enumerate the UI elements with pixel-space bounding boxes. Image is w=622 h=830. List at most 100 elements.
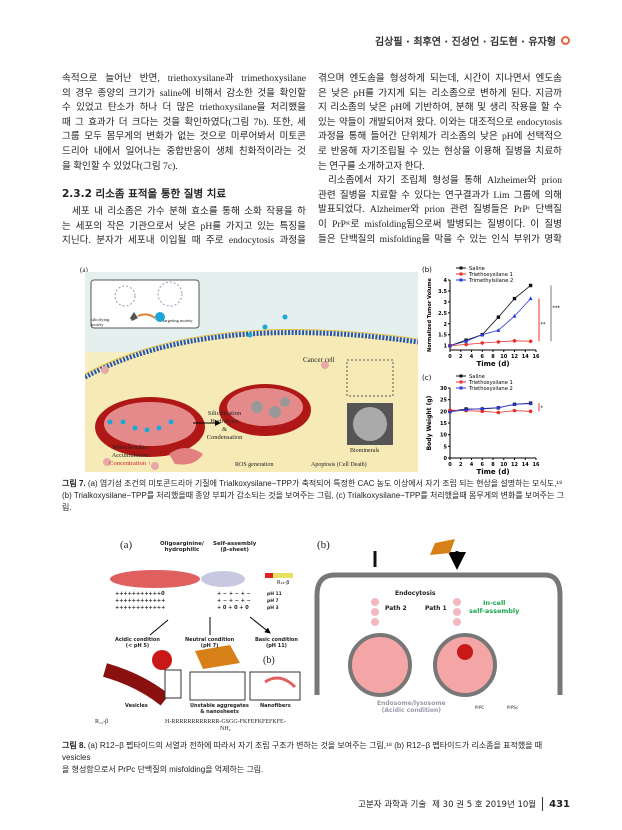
data-point [496,410,501,415]
figure-8: (a) Oligoarginine/hydrophilic Self-assem… [95,535,565,732]
series-line [449,298,531,347]
x-tick-label: 14 [522,462,529,468]
text-line: 는 연구를 소개하고자 한다. [318,160,425,172]
unstable-label: Unstable aggregates& nanosheets [190,703,249,715]
figure-7-caption: 그림 7. (a) 염기성 조건의 미토콘드리아 기질에 Trialkoxysi… [62,479,564,512]
neutral-label: Neutral condition(pH 7) [185,637,235,649]
apoptosis-label: Apoptosis (Cell Death) [311,462,367,468]
data-point [480,409,485,414]
authors: 김상필 · 최후연 · 진성언 · 김도현 · 유자형 [374,37,556,48]
divider [542,797,544,811]
data-point [512,313,517,318]
legend-label: Triethoxysilane 1 [468,380,513,386]
text-line: 들은 단백질의 misfolding을 막을 수 있는 인식 부위가 명확 [318,233,562,245]
data-point [480,406,485,411]
section-heading: 2.3.2 리소좀 표적을 통한 질병 치료 [62,188,227,201]
text-line: 수 있었고 탄소가 하나 더 많은 triethoxysilane을 처리했을 [62,102,306,114]
panel-label: (a) [120,539,133,551]
y-tick-label: 30 [440,386,447,392]
legend-marker [459,374,463,378]
legend-label: Saline [469,266,485,272]
figure-8-caption: 그림 8. (a) R12−β 펩타이드의 서열과 전하에 따라서 자기 조립 … [62,741,543,774]
text-line: 때 그 효과가 더 크다는 것을 확인하였다(그림 7b). 또한, 세 [62,116,306,128]
ring-icon [561,36,570,45]
y-tick-label: 3.5 [438,289,447,295]
path1-label: Path 1 [425,605,447,612]
data-point [512,339,517,343]
text-line: 드리아 내에서 일어나는 중합반응이 생체 친화적이라는 것 [62,145,306,157]
x-tick-label: 10 [500,462,507,468]
panel-label: (b) [317,539,330,551]
x-tick-label: 16 [533,462,540,468]
text-line: 겪으며 엔도솜을 형성하게 되는데, 시간이 지나면서 엔도솜 [318,73,562,84]
text-line: 는 세포의 작은 기관으로서 낮은 pH를 가지고 있는 특징을 [62,220,306,232]
peptide-assembly-illustration [103,539,563,706]
y-axis-label: Body Weight (g) [426,395,433,450]
text-line: 있는 약들이 개발되어져 왔다. 이와는 대조적으로 endocytosis [318,116,562,128]
text-line: 과정을 통해 들어간 단위체가 리소좀의 낮은 pH에 선택적으 [318,131,562,143]
left-column: 속적으로 늘어난 반면, triethoxysilane과 trimethoxy… [62,72,306,249]
text-line: 은 낮은 pH를 가지게 되는 리소좀으로 변하게 된다. 지금까 [318,87,562,99]
legend-label: Triethoxysilane 1 [468,272,513,278]
panel-label: (c) [422,374,432,382]
y-tick-label: 20 [440,409,447,415]
y-tick-label: 0 [444,456,448,462]
x-tick-label: 12 [511,354,518,360]
page-footer: 고분자 과학과 기술 제 30 권 5 호 2019년 10월 431 [358,797,570,811]
data-point [528,339,533,344]
data-point [480,341,485,345]
text-line: 세포 내 리소좀은 가수 분해 효소를 통해 소화 작용을 하 [72,206,306,218]
legend-marker [459,266,463,270]
data-point [480,332,485,337]
oligoarginine-label: Oligoarginine/hydrophilic [160,541,204,553]
legend-label: Trimethylsilane 2 [468,278,513,284]
targeting-label: targeting moiety [163,318,193,323]
endosome-label: Endosome/lysosome(Acidic condition) [377,700,446,714]
y-tick-label: 25 [440,398,447,404]
x-tick-label: 6 [481,462,485,468]
mitochondria-schematic: silicifying moiety targeting moiety Canc… [85,272,418,472]
panel-label: (a) [80,266,88,274]
text-line: 지 리소좀의 낮은 pH에 기반하여, 분해 및 생리 작용을 할 수 [318,102,562,114]
text-line: 을 확인할 수 있었다(그림 7c). [62,160,178,172]
text-line: 지닌다. 분자가 세포내 이입될 때 주로 endocytosis 과정을 [62,235,306,247]
data-point [496,405,501,410]
x-tick-label: 0 [448,354,452,360]
x-tick-label: 2 [459,462,463,468]
legend-label: Triethoxysilane 2 [468,386,513,392]
data-point [528,296,533,301]
data-point [512,402,517,406]
text-line: 로 반응해 자기조립될 수 있는 현상을 이용해 질병을 치료하 [318,145,562,157]
y-axis-label: Normalized Tumor Volume [427,277,433,352]
text-line: 속적으로 늘어난 반면, triethoxysilane과 trimethoxy… [62,73,306,84]
y-tick-label: 10 [440,433,447,439]
silicifying-label: silicifying moiety [91,317,110,327]
series-line [449,285,531,347]
x-tick-label: 14 [522,354,529,360]
sequence: H-RRRRRRRRRRRR-GSGG-FKFEFKFEFKFE-NH₂ [165,719,286,732]
legend-marker [459,272,463,276]
nanofibers-label: Nanofibers [260,703,291,709]
prpc-label: PrPC [475,705,485,710]
text-line: 리소좀에서 자기 조립체 형성을 통해 Alzheimer와 prion [328,175,562,187]
issue-info: 제 30 권 5 호 2019년 10월 [432,800,537,810]
y-tick-label: 2 [444,322,448,328]
charges-beta: + − + − + −+ − + − + −+ 0 + 0 + 0 [217,591,251,611]
page-number: 431 [549,798,570,810]
y-tick-label: 1.5 [438,333,447,339]
series-line [449,340,531,347]
data-point [496,315,501,319]
significance-label: ** [541,322,547,328]
schematic-illustration [85,272,418,472]
x-tick-label: 0 [448,462,452,468]
y-tick-label: 5 [444,444,448,450]
endocytosis-label: Endocytosis [395,590,436,597]
series-line [449,403,531,413]
